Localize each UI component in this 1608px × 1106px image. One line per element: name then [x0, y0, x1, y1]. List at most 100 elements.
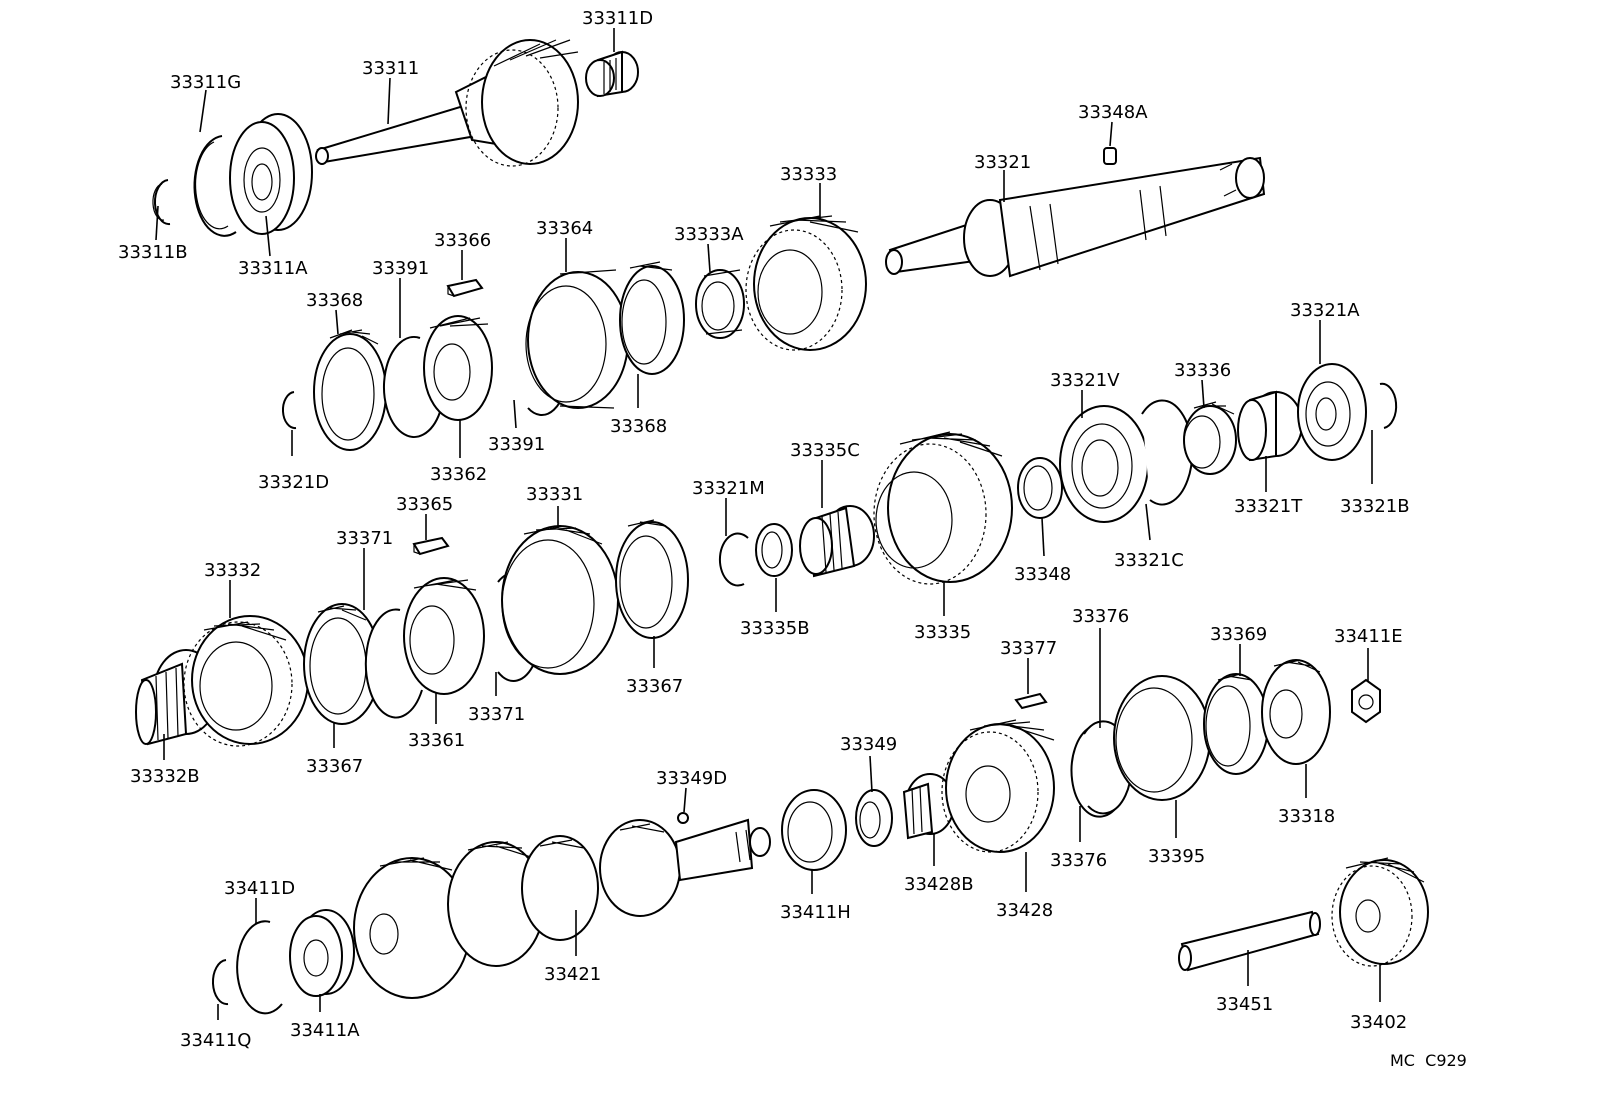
part-33348a-pin — [1103, 147, 1117, 165]
part-33311d-needle-bearing — [585, 50, 639, 98]
part-33428b-needle-bearing — [902, 773, 955, 840]
label-33321b: 33321B — [1340, 496, 1410, 517]
part-33366-shifting-key — [446, 278, 484, 298]
part-33318-gear — [1261, 659, 1331, 765]
label-33411e: 33411E — [1334, 626, 1403, 647]
part-33411a-bearing — [289, 909, 355, 997]
part-33411e-nut — [1351, 678, 1381, 724]
label-33395: 33395 — [1148, 846, 1205, 867]
label-33321d: 33321D — [258, 472, 329, 493]
part-33367-synchro-ring-b — [615, 519, 689, 639]
label-33421: 33421 — [544, 964, 601, 985]
label-33335c: 33335C — [790, 440, 860, 461]
part-33451-shaft — [1178, 910, 1321, 972]
part-33395-sleeve — [1113, 675, 1211, 801]
label-33411q: 33411Q — [180, 1030, 251, 1051]
label-33321t: 33321T — [1234, 496, 1303, 517]
part-33362-hub — [423, 315, 493, 421]
label-33367-a: 33367 — [306, 756, 363, 777]
part-33371-key-spring — [364, 608, 423, 719]
label-33318: 33318 — [1278, 806, 1335, 827]
label-33365: 33365 — [396, 494, 453, 515]
part-33336-gear — [1183, 401, 1237, 475]
part-33368-synchro-ring-b — [619, 261, 685, 375]
label-33402: 33402 — [1350, 1012, 1407, 1033]
part-33321-counter-shaft — [885, 156, 1266, 278]
part-33411d-ring — [236, 920, 283, 1015]
label-33428: 33428 — [996, 900, 1053, 921]
part-33335b-collar — [755, 523, 793, 577]
part-33368-synchro-ring — [313, 329, 387, 451]
part-33428-gear — [941, 719, 1055, 853]
label-33349d: 33349D — [656, 768, 727, 789]
leader-lines — [155, 28, 1381, 1020]
label-33368-b: 33368 — [610, 416, 667, 437]
part-33361-hub — [403, 577, 485, 695]
label-33331: 33331 — [526, 484, 583, 505]
label-33333a: 33333A — [674, 224, 744, 245]
part-33321c-ring — [1141, 399, 1194, 506]
label-33348: 33348 — [1014, 564, 1071, 585]
part-33311a-bearing — [229, 113, 313, 235]
label-33376-b: 33376 — [1050, 850, 1107, 871]
part-33421-counter-gear — [353, 818, 771, 999]
label-33335: 33335 — [914, 622, 971, 643]
label-33361: 33361 — [408, 730, 465, 751]
label-33451: 33451 — [1216, 994, 1273, 1015]
part-33333-gear — [745, 215, 867, 351]
part-33365-shifting-key — [412, 536, 450, 556]
part-33349-washer — [855, 789, 893, 847]
label-33391-b: 33391 — [488, 434, 545, 455]
part-33321a-bearing — [1297, 363, 1367, 461]
label-33321v: 33321V — [1050, 370, 1120, 391]
label-33368-a: 33368 — [306, 290, 363, 311]
part-33311b-snap-ring — [152, 179, 171, 226]
label-33411d: 33411D — [224, 878, 295, 899]
label-33348a: 33348A — [1078, 102, 1148, 123]
label-33336: 33336 — [1174, 360, 1231, 381]
part-33321m-snap-ring — [718, 532, 749, 587]
part-33335-gear — [873, 431, 1013, 585]
part-33331-sleeve — [501, 525, 619, 675]
part-33333a-needle-bearing — [695, 269, 745, 339]
label-33376-a: 33376 — [1072, 606, 1129, 627]
part-33367-synchro-ring — [303, 603, 381, 725]
part-33377-shifting-key — [1014, 692, 1048, 710]
part-33321d-snap-ring — [281, 391, 297, 430]
part-33332-gear — [183, 615, 309, 747]
label-33332: 33332 — [204, 560, 261, 581]
part-33364-sleeve — [525, 269, 629, 409]
label-33311: 33311 — [362, 58, 419, 79]
part-33411q-snap-ring — [212, 959, 229, 1006]
label-33369: 33369 — [1210, 624, 1267, 645]
label-33377: 33377 — [1000, 638, 1057, 659]
label-33371-a: 33371 — [336, 528, 393, 549]
drawing-code: MC C929 — [1390, 1051, 1467, 1070]
part-33321t-spacer — [1237, 390, 1303, 462]
label-33311d: 33311D — [582, 8, 653, 29]
label-33428b: 33428B — [904, 874, 974, 895]
part-33311g-ring — [193, 135, 237, 237]
part-33369-synchro-ring — [1203, 673, 1269, 775]
label-33311g: 33311G — [170, 72, 241, 93]
label-33333: 33333 — [780, 164, 837, 185]
label-33411a: 33411A — [290, 1020, 360, 1041]
label-33364: 33364 — [536, 218, 593, 239]
part-33402-reverse-idler-gear — [1331, 857, 1429, 967]
label-33311b: 33311B — [118, 242, 188, 263]
label-33411h: 33411H — [780, 902, 851, 923]
part-33321v-bearing — [1059, 405, 1149, 523]
part-33349d-ball — [677, 812, 689, 824]
label-33371-b: 33371 — [468, 704, 525, 725]
part-33411h-bearing — [781, 789, 847, 871]
part-33311-input-shaft — [315, 39, 579, 167]
label-33321: 33321 — [974, 152, 1031, 173]
label-33321m: 33321M — [692, 478, 765, 499]
part-33348-collar — [1017, 457, 1063, 519]
label-33332b: 33332B — [130, 766, 200, 787]
label-33321c: 33321C — [1114, 550, 1184, 571]
label-33367-b: 33367 — [626, 676, 683, 697]
part-labels: 33311G 33311 33311D 33311B 33311A 33348A… — [118, 8, 1467, 1070]
part-33321b-snap-ring — [1379, 382, 1398, 429]
